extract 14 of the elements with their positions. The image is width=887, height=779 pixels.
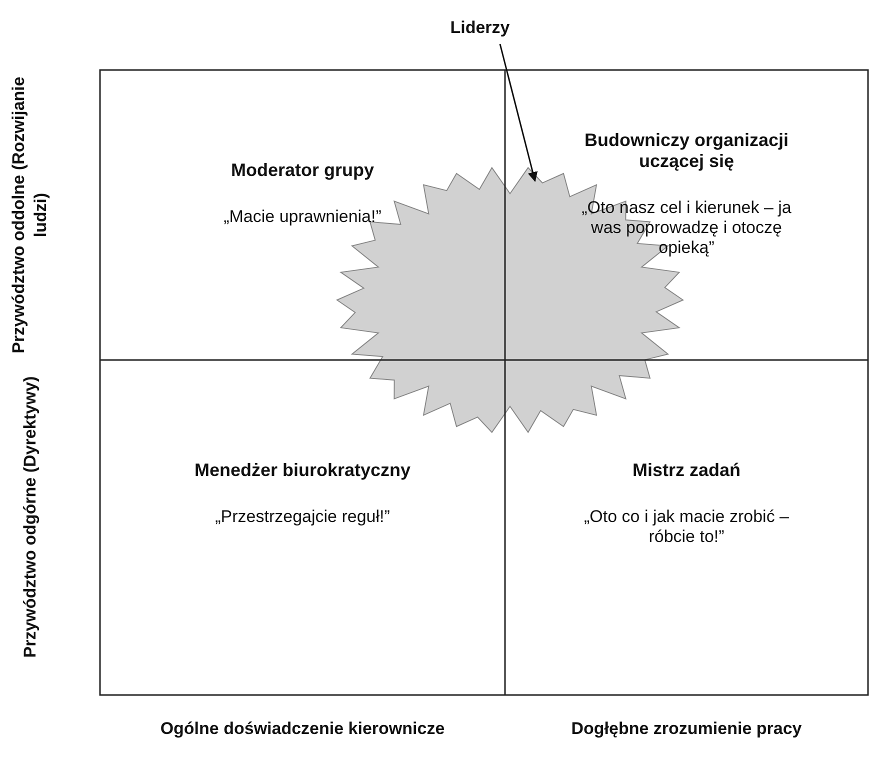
axis-label: Dogłębne zrozumienie pracy <box>570 718 803 740</box>
quadrant-heading: Moderator grupy <box>230 160 375 181</box>
axis-label: Przywództwo odgórne (Dyrektywy) <box>19 374 40 660</box>
quote-text: „Macie uprawnienia!” <box>222 207 382 227</box>
axis-label: Ogólne doświadczenie kierownicze <box>159 718 446 740</box>
quadrant-heading: Mistrz zadań <box>631 460 742 481</box>
quote-text: „Oto nasz cel i kierunek – ja was poprowadzę i otoczę opieką” <box>580 198 792 258</box>
quote-text: „Oto co i jak macie zrobić – róbcie to!” <box>582 507 790 547</box>
quadrant-heading: Menedżer biurokratyczny <box>193 460 412 481</box>
quote-text: „Przestrzegajcie reguł!” <box>214 507 391 527</box>
callout-text: Liderzy <box>400 18 560 38</box>
axis-label: Przywództwo oddolne (Rozwijanie ludzi) <box>8 76 51 356</box>
quadrant-heading: Budowniczy organizacji uczącej się <box>583 130 790 172</box>
arrow <box>499 44 538 182</box>
